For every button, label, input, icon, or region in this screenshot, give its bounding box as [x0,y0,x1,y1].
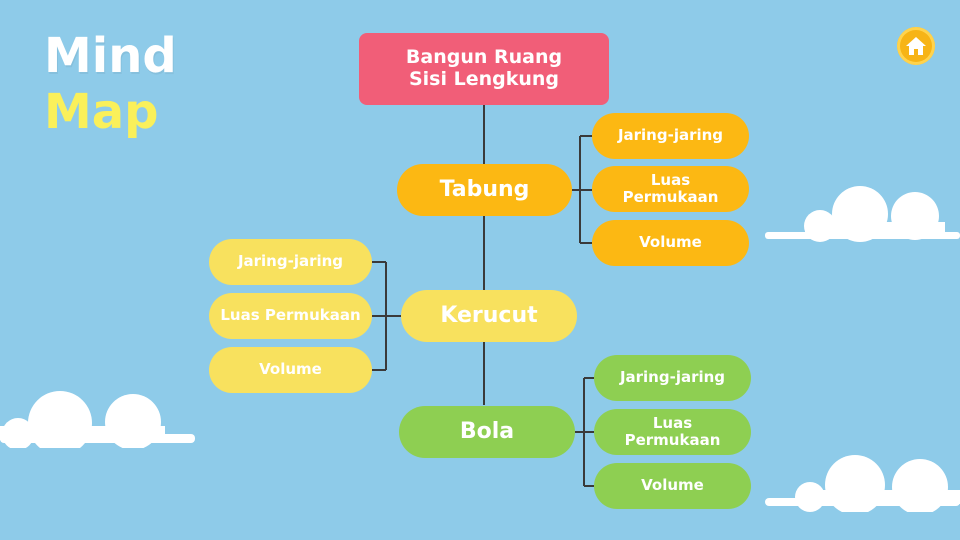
title-line-1: Mind [44,28,177,84]
node-tabung[interactable]: Tabung [397,164,572,216]
bola-jaring-jaring[interactable]: Jaring-jaring [594,355,751,401]
cloud-right-bottom [765,455,960,512]
home-icon [906,37,926,55]
tabung-volume[interactable]: Volume [592,220,749,266]
root-line-1: Bangun Ruang [405,46,563,69]
mind-map-title: Mind Map [44,28,177,140]
root-line-2: Sisi Lengkung [408,68,560,90]
kerucut-jaring-jaring[interactable]: Jaring-jaring [209,239,372,285]
title-line-2: Map [44,84,159,140]
node-bola[interactable]: Bola [399,406,575,458]
bola-volume[interactable]: Volume [594,463,751,509]
cloud-right-top [765,186,960,242]
kerucut-luas-permukaan[interactable]: Luas Permukaan [209,293,372,339]
bola-luas-permukaan[interactable]: Luas Permukaan [594,409,751,455]
kerucut-volume[interactable]: Volume [209,347,372,393]
home-button[interactable] [897,27,935,65]
tabung-jaring-jaring[interactable]: Jaring-jaring [592,113,749,159]
cloud-left-bottom [0,391,195,448]
root-node[interactable]: Bangun Ruang Sisi Lengkung [359,33,609,105]
node-kerucut[interactable]: Kerucut [401,290,577,342]
tabung-luas-permukaan[interactable]: Luas Permukaan [592,166,749,212]
